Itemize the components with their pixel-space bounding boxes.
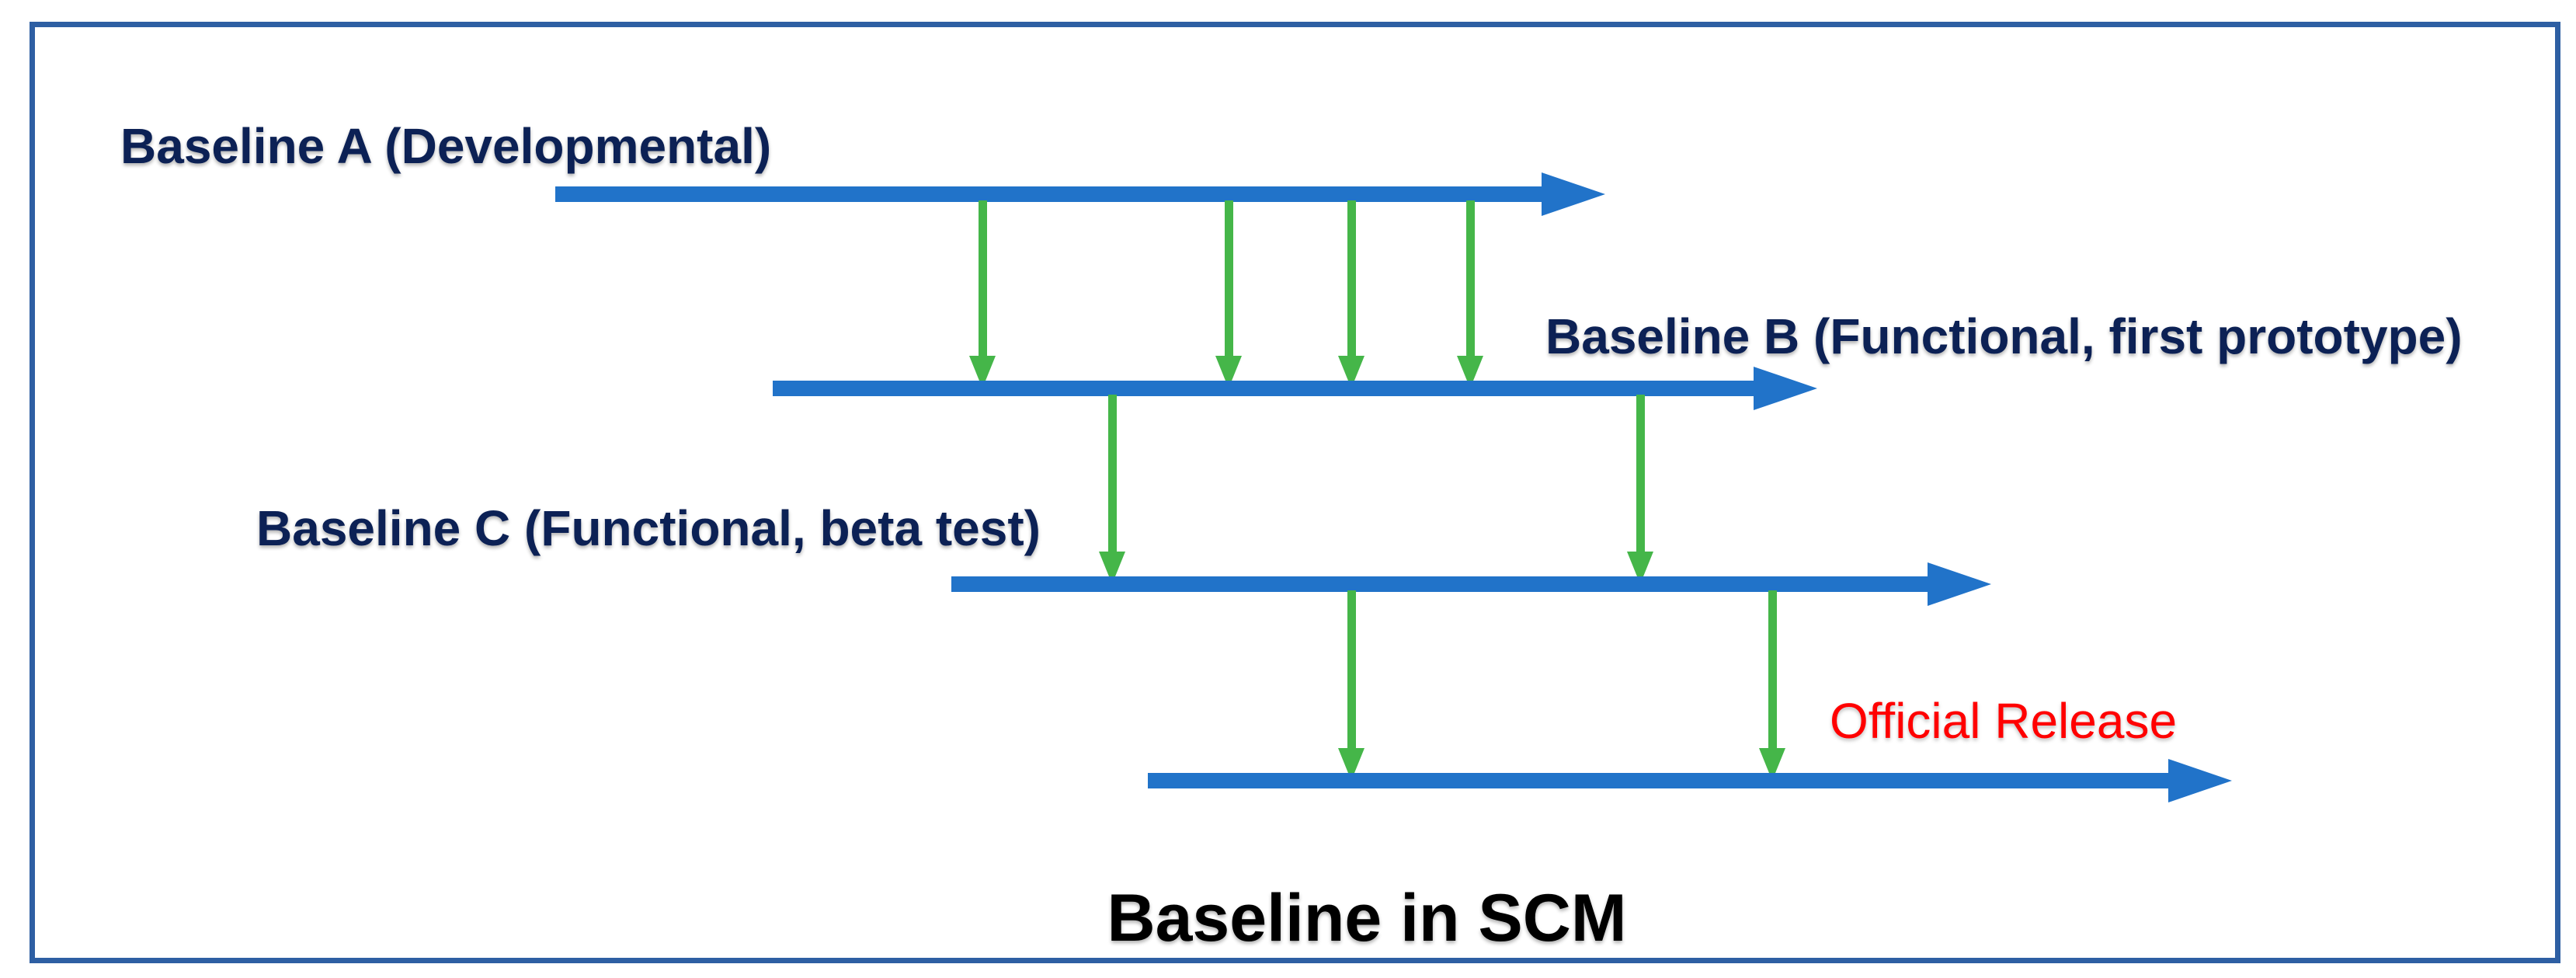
- baseline-c-timeline-arrow-icon: [951, 562, 1991, 606]
- arrow-shaft: [951, 576, 1928, 592]
- arrow-shaft: [1148, 773, 2168, 788]
- arrow-shaft: [1466, 200, 1475, 356]
- arrow-shaft: [773, 381, 1754, 396]
- right-arrowhead-icon: [1928, 562, 1991, 606]
- baseline-b-label: Baseline B (Functional, first prototype): [1545, 308, 2463, 364]
- diagram-title: Baseline in SCM: [1107, 881, 1627, 955]
- arrow-shaft: [1347, 200, 1356, 356]
- arrow-shaft: [979, 200, 987, 356]
- arrow-shaft: [1225, 200, 1233, 356]
- right-arrowhead-icon: [1542, 172, 1605, 216]
- baseline-c-label: Baseline C (Functional, beta test): [256, 500, 1041, 556]
- arrow-shaft: [1108, 395, 1117, 552]
- arrow-shaft: [555, 186, 1542, 202]
- diagram-frame: [30, 22, 2560, 963]
- arrow-shaft: [1636, 395, 1645, 552]
- baseline-a-label: Baseline A (Developmental): [120, 118, 772, 174]
- arrow-shaft: [1347, 590, 1356, 748]
- right-arrowhead-icon: [2168, 759, 2232, 802]
- official-release-timeline-arrow-icon: [1148, 759, 2232, 802]
- official-release-label: Official Release: [1830, 693, 2178, 749]
- baseline-a-timeline-arrow-icon: [555, 172, 1605, 216]
- right-arrowhead-icon: [1754, 367, 1817, 410]
- baseline-b-timeline-arrow-icon: [773, 367, 1817, 410]
- arrow-shaft: [1768, 590, 1777, 748]
